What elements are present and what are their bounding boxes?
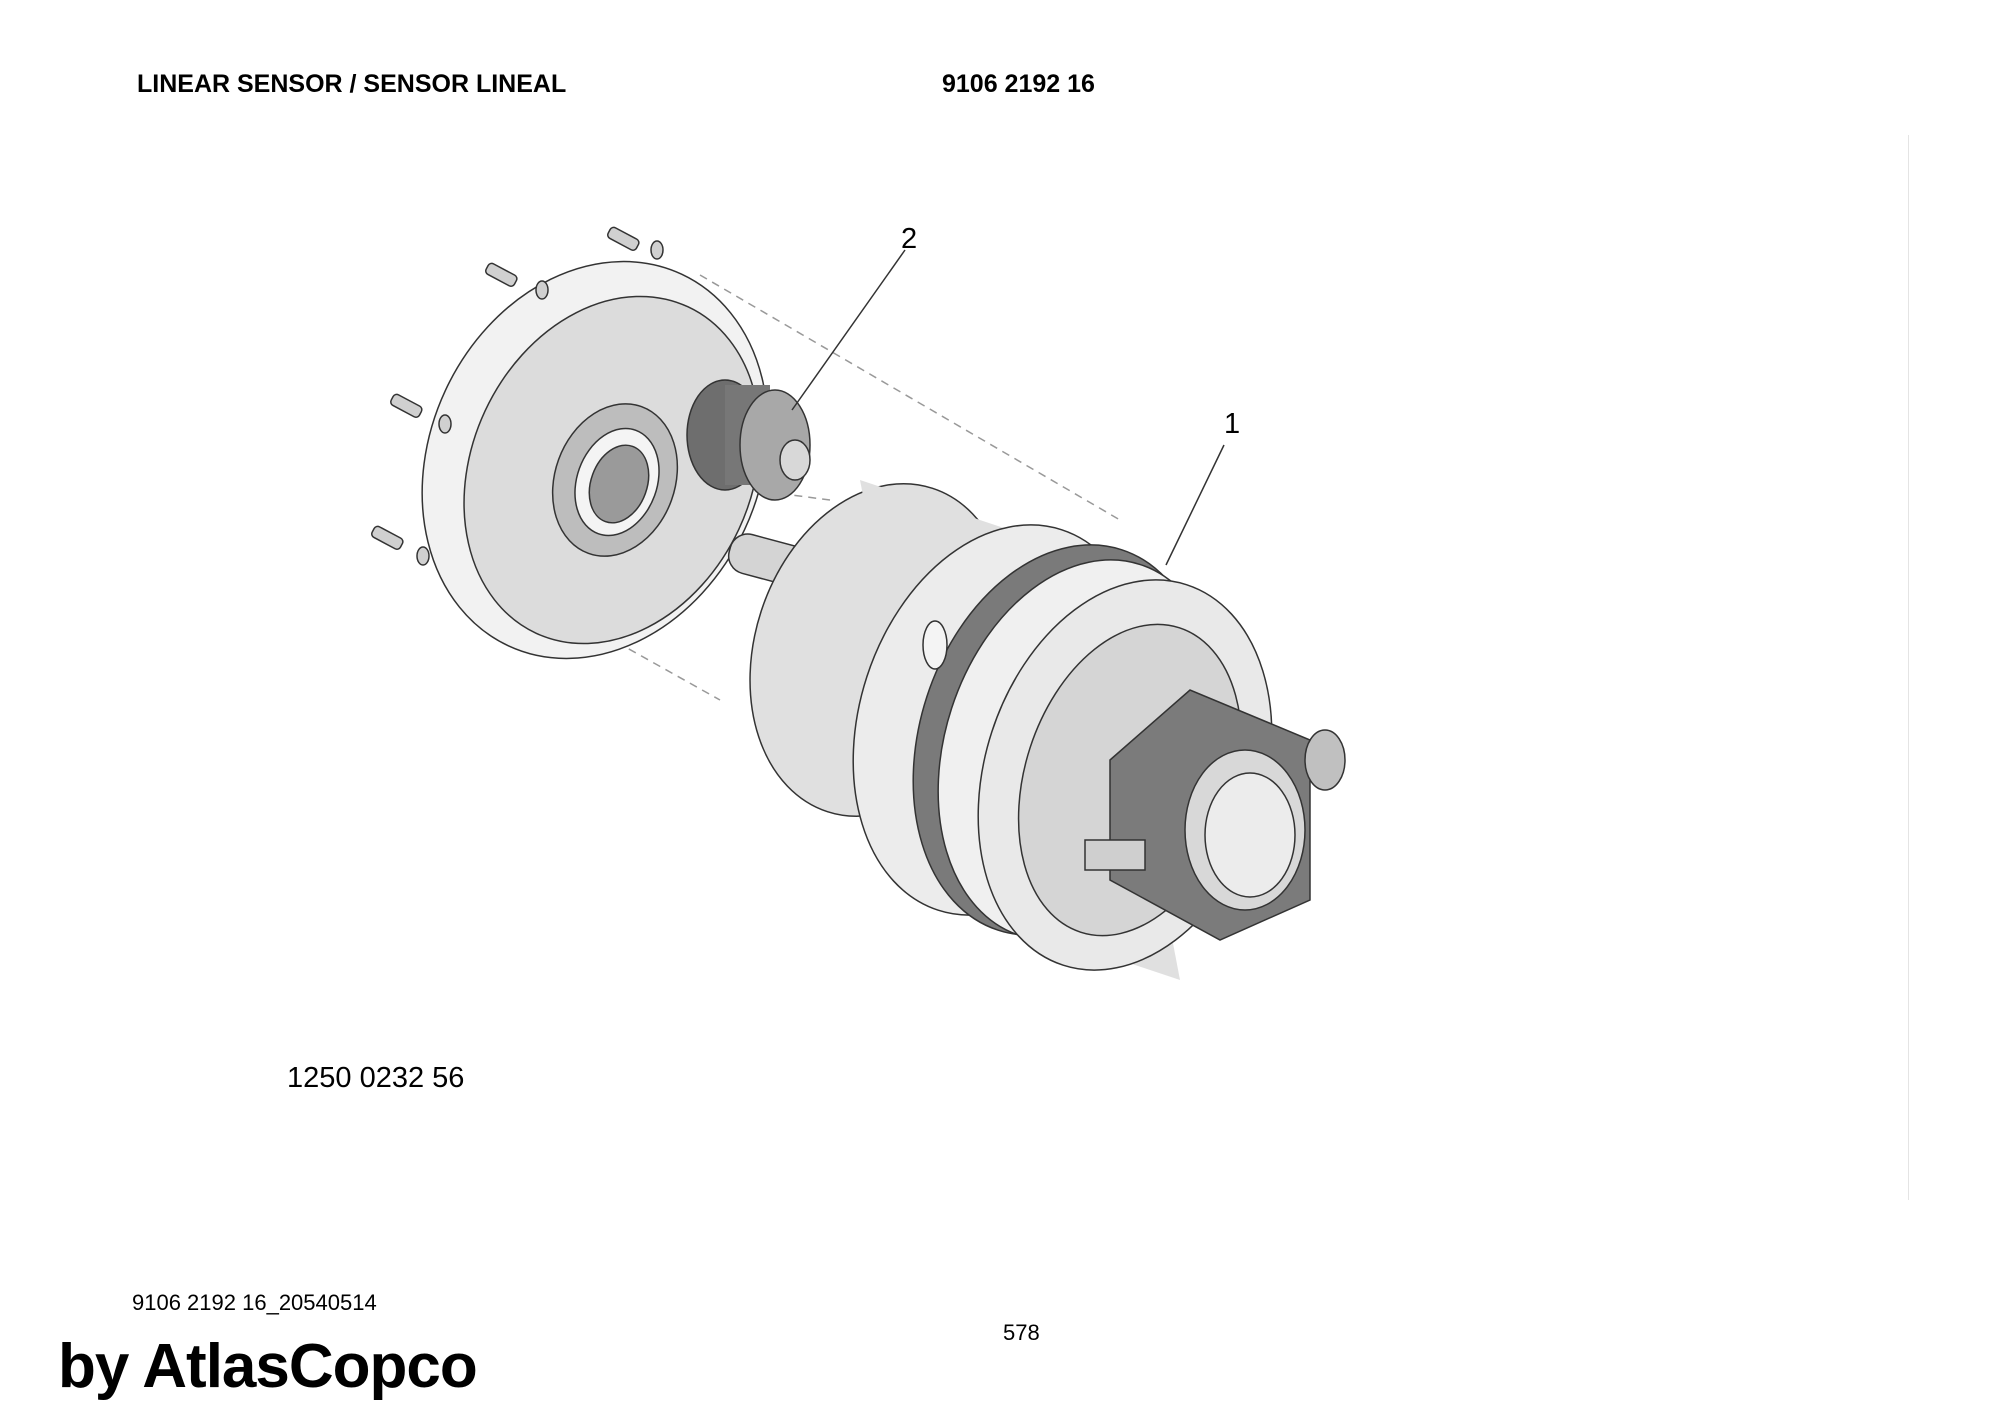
encoder-box [1084, 689, 1346, 941]
cable-loop [922, 620, 948, 670]
page-number: 578 [1003, 1320, 1040, 1345]
page-edge-line [1908, 135, 1909, 1200]
leader-line-2 [791, 249, 906, 411]
document-code: 9106 2192 16_20540514 [132, 1290, 377, 1315]
drawing-number: 1250 0232 56 [287, 1062, 465, 1094]
flange-plate [421, 260, 769, 660]
callout-2: 2 [901, 223, 918, 255]
callout-1: 1 [1224, 408, 1241, 440]
page-title: LINEAR SENSOR / SENSOR LINEAL [137, 70, 567, 98]
leader-line-1 [1165, 444, 1225, 566]
screws [371, 226, 664, 566]
sensor-gear-part [686, 379, 811, 501]
watermark: by AtlasCopco [58, 1332, 478, 1401]
part-number: 9106 2192 16 [942, 70, 1095, 98]
